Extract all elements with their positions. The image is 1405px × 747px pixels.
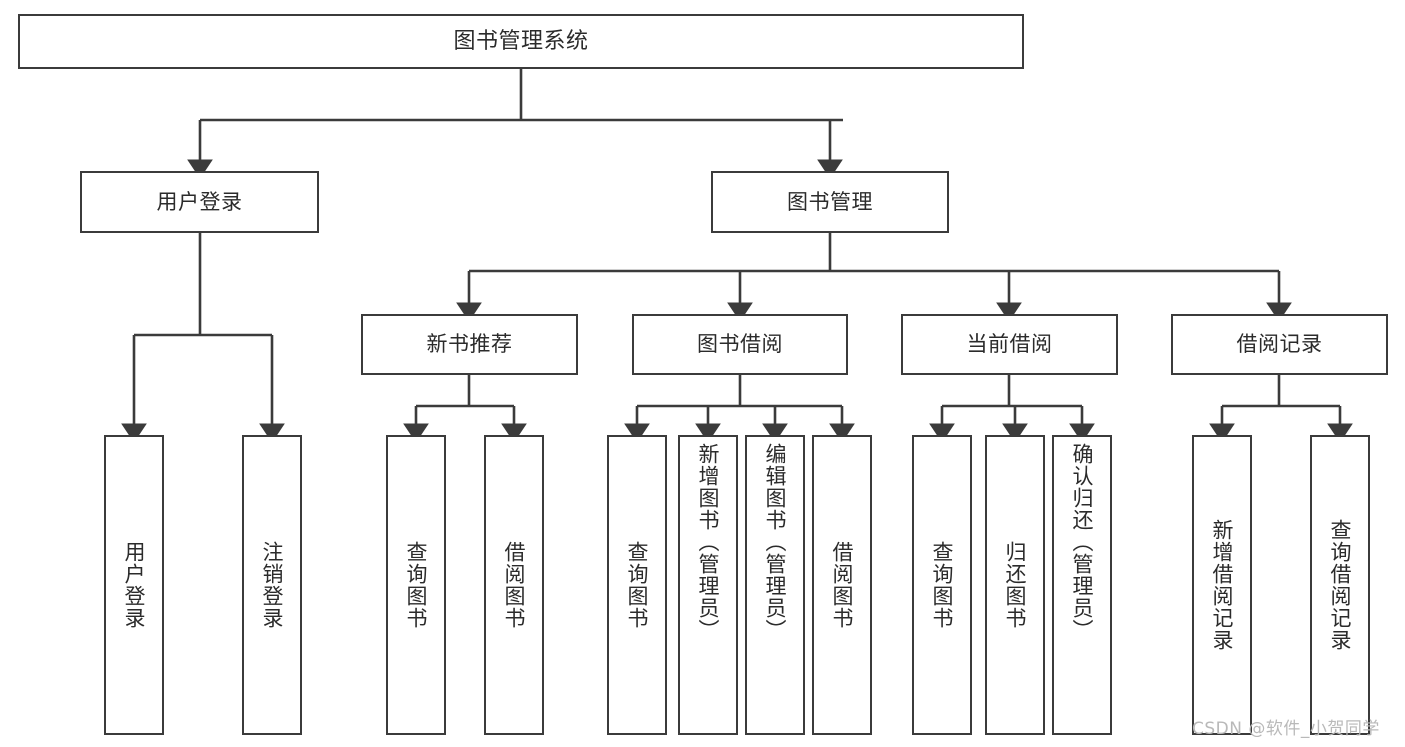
node-leaf-borrow-book-2-label: 借阅图书 <box>830 541 855 629</box>
node-leaf-query-book-3[interactable]: 查询图书 <box>912 435 972 735</box>
node-user-login[interactable]: 用户登录 <box>80 171 319 233</box>
node-leaf-add-book-label: 新增图书（管理员） <box>696 443 721 641</box>
node-leaf-edit-book-label: 编辑图书（管理员） <box>763 443 788 641</box>
node-leaf-query-book-2-label: 查询图书 <box>625 541 650 629</box>
node-leaf-logout[interactable]: 注销登录 <box>242 435 302 735</box>
node-leaf-borrow-book-1[interactable]: 借阅图书 <box>484 435 544 735</box>
node-borrow-record-label: 借阅记录 <box>1236 332 1323 357</box>
node-leaf-borrow-book-1-label: 借阅图书 <box>502 541 527 629</box>
csdn-watermark: CSDN @软件_小贺同学 <box>1192 719 1380 739</box>
node-borrow-record[interactable]: 借阅记录 <box>1171 314 1388 375</box>
node-book-manage[interactable]: 图书管理 <box>711 171 949 233</box>
node-book-borrow-label: 图书借阅 <box>697 332 783 357</box>
node-leaf-add-book[interactable]: 新增图书（管理员） <box>678 435 738 735</box>
node-new-book-recommend[interactable]: 新书推荐 <box>361 314 578 375</box>
node-leaf-query-record-label: 查询借阅记录 <box>1328 519 1353 651</box>
node-leaf-return-book-label: 归还图书 <box>1003 541 1028 629</box>
node-leaf-query-record[interactable]: 查询借阅记录 <box>1310 435 1370 735</box>
node-book-borrow[interactable]: 图书借阅 <box>632 314 848 375</box>
node-leaf-logout-label: 注销登录 <box>260 541 285 629</box>
node-leaf-user-login[interactable]: 用户登录 <box>104 435 164 735</box>
node-root[interactable]: 图书管理系统 <box>18 14 1024 69</box>
node-root-label: 图书管理系统 <box>453 28 589 54</box>
node-leaf-query-book-3-label: 查询图书 <box>930 541 955 629</box>
node-leaf-edit-book[interactable]: 编辑图书（管理员） <box>745 435 805 735</box>
node-leaf-query-book-2[interactable]: 查询图书 <box>607 435 667 735</box>
node-leaf-confirm-return[interactable]: 确认归还（管理员） <box>1052 435 1112 735</box>
node-leaf-user-login-label: 用户登录 <box>122 541 147 629</box>
node-book-manage-label: 图书管理 <box>787 189 873 214</box>
node-current-borrow-label: 当前借阅 <box>966 332 1053 357</box>
node-leaf-query-book-1-label: 查询图书 <box>404 541 429 629</box>
node-leaf-confirm-return-label: 确认归还（管理员） <box>1070 443 1095 641</box>
node-user-login-label: 用户登录 <box>156 189 243 214</box>
node-leaf-borrow-book-2[interactable]: 借阅图书 <box>812 435 872 735</box>
node-new-book-recommend-label: 新书推荐 <box>426 332 513 357</box>
node-leaf-query-book-1[interactable]: 查询图书 <box>386 435 446 735</box>
node-leaf-return-book[interactable]: 归还图书 <box>985 435 1045 735</box>
node-current-borrow[interactable]: 当前借阅 <box>901 314 1118 375</box>
node-leaf-add-record-label: 新增借阅记录 <box>1210 519 1235 651</box>
node-leaf-add-record[interactable]: 新增借阅记录 <box>1192 435 1252 735</box>
